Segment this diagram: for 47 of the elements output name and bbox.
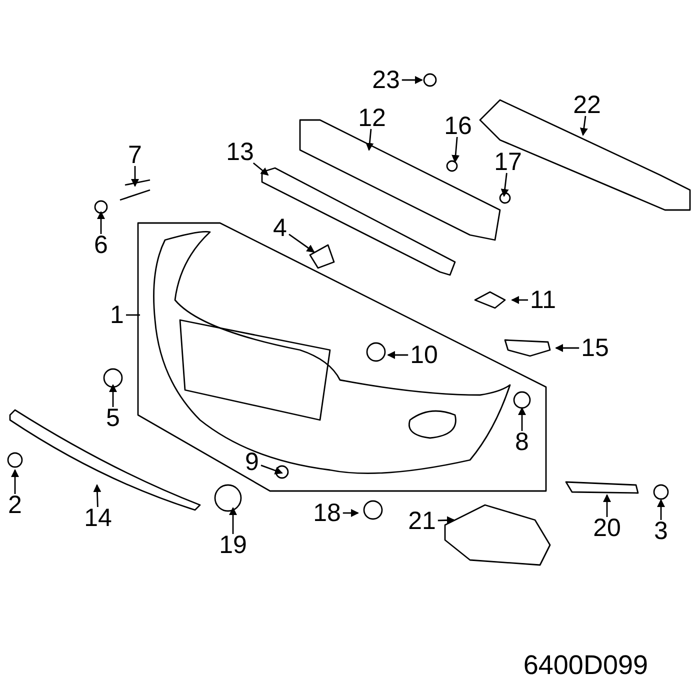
part-number: 6400D099 (523, 650, 648, 680)
leader-line (555, 344, 580, 352)
leader-line (126, 314, 140, 316)
callout-number: 6 (94, 232, 108, 258)
leader-line (93, 484, 102, 508)
leader-line (11, 469, 19, 494)
callout-number: 4 (273, 215, 287, 241)
leader-line (109, 384, 117, 407)
leader-line (438, 516, 455, 524)
callout-number: 8 (515, 429, 529, 455)
leader-line (500, 172, 509, 197)
leader-line (518, 407, 526, 431)
callout-number: 19 (219, 532, 247, 558)
callout-number: 2 (8, 492, 22, 518)
callout-number: 1 (110, 302, 124, 328)
callout-number: 5 (106, 405, 120, 431)
leader-line (288, 234, 315, 253)
callout-number: 3 (654, 518, 668, 544)
callout-number: 21 (408, 508, 436, 534)
leader-line (97, 211, 105, 234)
leader-line (402, 76, 423, 84)
callout-number: 23 (372, 67, 400, 93)
leader-line (260, 464, 283, 474)
callout-number: 15 (581, 335, 609, 361)
callout-number: 22 (573, 92, 601, 118)
callout-number: 20 (593, 515, 621, 541)
leader-line (131, 166, 139, 187)
leader-line (511, 296, 528, 304)
callout-number: 12 (358, 105, 386, 131)
callout-number: 10 (410, 342, 438, 368)
leader-line (603, 494, 611, 517)
callout-number: 11 (530, 287, 556, 313)
callout-number: 9 (245, 449, 259, 475)
leader-line (452, 136, 460, 163)
leader-line (366, 128, 374, 151)
callout-number: 14 (84, 505, 112, 531)
callout-number: 13 (226, 139, 254, 165)
leader-line (342, 509, 359, 517)
leader-line (229, 507, 237, 534)
leader-line (387, 351, 408, 359)
callout-number: 17 (494, 149, 522, 175)
callout-number: 16 (444, 113, 472, 139)
callout-number: 7 (128, 142, 142, 168)
leader-line (580, 116, 588, 136)
leader-line (657, 499, 665, 520)
leader-line (252, 162, 269, 176)
callout-number: 18 (313, 500, 341, 526)
